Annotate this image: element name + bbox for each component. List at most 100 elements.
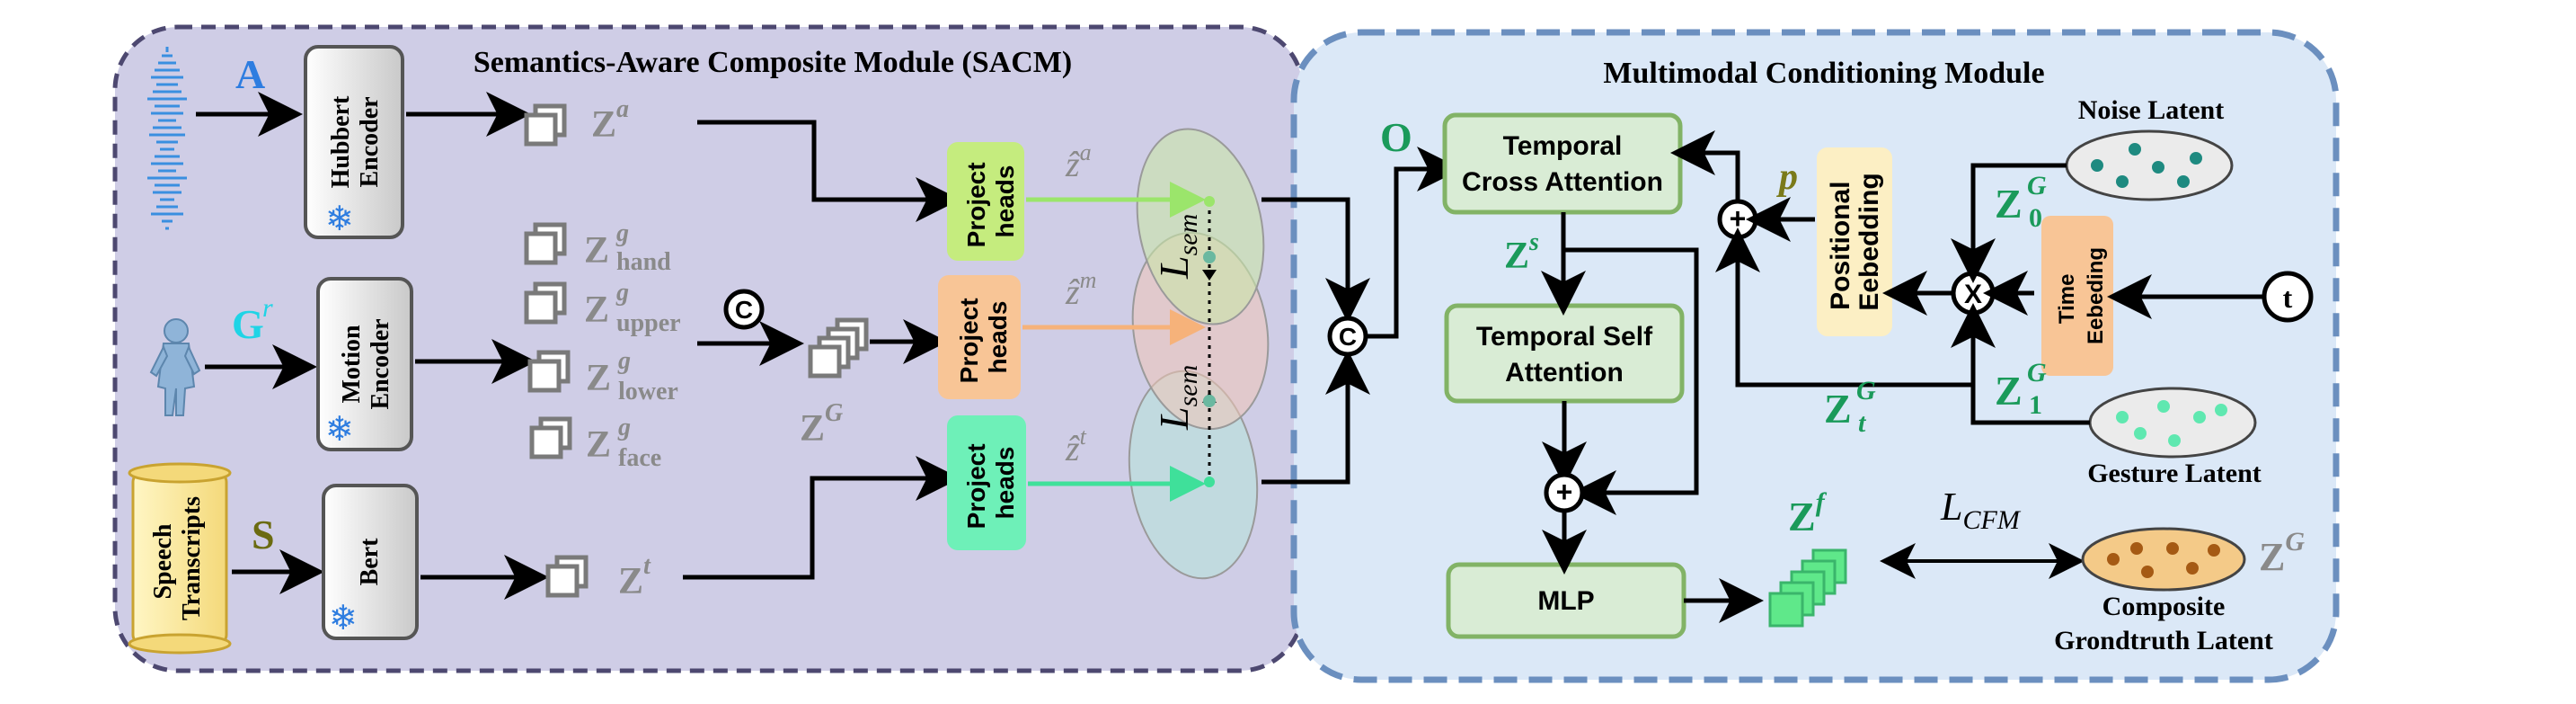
- gesture-latent-label: Gesture Latent: [2087, 459, 2262, 488]
- project-heads-label: Project heads: [962, 437, 1019, 530]
- loss-cfm-label: LCFM: [1940, 485, 2022, 535]
- frozen-snowflake-icon: ❄: [325, 411, 354, 449]
- project-heads-label: Project heads: [962, 156, 1019, 248]
- hubbert-encoder-box: HubbertEncoder ❄: [304, 45, 404, 239]
- latent-z-face-sup: g: [617, 414, 631, 441]
- latent-z-lower-sub: lower: [618, 378, 678, 405]
- composite-latent-ellipse: [2081, 527, 2246, 592]
- label-line-2: heads: [991, 447, 1019, 520]
- motion-input-label: G: [232, 301, 264, 347]
- bert-encoder-box: Bert ❄: [322, 484, 419, 640]
- zs-label: Zs: [1504, 228, 1539, 277]
- latent-z-upper-sub: upper: [616, 309, 681, 337]
- times-symbol: X: [1964, 280, 1982, 309]
- o-label: O: [1380, 114, 1412, 160]
- loss-sem-top: Lsem: [1151, 214, 1203, 280]
- positional-embedding-label: Positional Eebedding: [1826, 173, 1884, 310]
- z0-label: Z: [1995, 181, 2023, 227]
- projected-embedding-labels: ẑa ẑm ẑt: [1065, 139, 1096, 468]
- sacm-title: Semantics-Aware Composite Module (SACM): [474, 46, 1072, 79]
- plus-symbol: +: [1730, 202, 1747, 235]
- z0-sup: G: [2027, 171, 2047, 201]
- z0-sub: 0: [2029, 203, 2042, 233]
- project-heads-motion: Project heads: [938, 275, 1021, 399]
- frozen-snowflake-icon: ❄: [325, 201, 354, 238]
- plus-symbol: +: [1556, 476, 1573, 508]
- frozen-snowflake-icon: ❄: [329, 600, 358, 637]
- residual-add-circle: +: [1544, 472, 1585, 513]
- zf-output-stack: [1768, 548, 1847, 628]
- project-heads-audio: Project heads: [947, 142, 1024, 261]
- latent-z-lower: Z: [586, 358, 611, 399]
- label-line-2: Eebedding: [1855, 173, 1884, 310]
- gesture-latent-ellipse: [2088, 387, 2257, 459]
- audio-input-label: A: [235, 51, 265, 97]
- z1-label: Z: [1995, 368, 2023, 414]
- z-hat-m: ẑm: [1065, 267, 1096, 312]
- label-line-2: heads: [984, 301, 1012, 374]
- mlp-label: MLP: [1537, 586, 1594, 616]
- latent-z-hand-sup: g: [615, 219, 629, 247]
- label-line-2: Cross Attention: [1462, 167, 1663, 197]
- latent-zg: ZG: [800, 399, 843, 450]
- label-line-2: Eebeding: [2084, 247, 2108, 344]
- t-symbol: t: [2283, 281, 2293, 314]
- zt-sup: G: [1856, 376, 1876, 405]
- zf-label: Zf: [1788, 487, 1828, 539]
- mcm-title: Multimodal Conditioning Module: [1603, 57, 2044, 90]
- t-input-circle: t: [2262, 271, 2314, 323]
- hubbert-encoder-label: HubbertEncoder: [327, 95, 384, 188]
- zg-output-label: ZG: [2259, 527, 2305, 579]
- latent-zt: Zt: [618, 552, 651, 602]
- latent-z-lower-sup: g: [617, 347, 631, 375]
- human-figure-icon: [149, 318, 201, 416]
- latent-labels: Za Z g hand Z g upper Z g lower Z g face…: [584, 95, 843, 602]
- composite-latent-label: Composite: [2102, 592, 2226, 621]
- loss-sem-bottom: Lsem: [1151, 365, 1203, 431]
- label-line-2: Transcripts: [178, 496, 206, 620]
- mlp-box: MLP: [1446, 562, 1686, 639]
- latent-z-hand: Z: [584, 230, 609, 272]
- concat-symbol: C: [1339, 323, 1357, 351]
- project-heads-label: Project heads: [955, 291, 1012, 384]
- speech-transcripts-label: Speech Transcripts: [149, 496, 206, 620]
- audio-waveform-icon: [147, 47, 187, 230]
- motion-encoder-box: MotionEncoder ❄: [316, 277, 413, 451]
- p-label: p: [1776, 156, 1798, 198]
- latent-z-upper: Z: [584, 290, 609, 331]
- zt-sub: t: [1858, 408, 1867, 438]
- latent-z-face-sub: face: [618, 444, 661, 472]
- semantic-points: [1202, 196, 1217, 487]
- label-line-2: Attention: [1505, 358, 1624, 388]
- zt-label: Z: [1824, 386, 1852, 432]
- bert-encoder-label: Bert: [356, 538, 384, 586]
- noise-latent-label: Noise Latent: [2078, 95, 2224, 125]
- z-hat-a: ẑa: [1065, 139, 1092, 184]
- positional-embedding-box: Positional Eebedding: [1817, 147, 1892, 336]
- label-line-2: heads: [991, 165, 1019, 238]
- latent-z-face: Z: [586, 424, 611, 466]
- text-input-label: S: [252, 512, 275, 557]
- latent-stack-icons: [524, 103, 869, 598]
- z-hat-t: ẑt: [1065, 423, 1087, 468]
- z1-sub: 1: [2029, 390, 2042, 420]
- add-circle-position: +: [1717, 199, 1758, 240]
- concat-symbol: C: [735, 296, 753, 324]
- noise-latent-ellipse: [2065, 129, 2234, 201]
- concat-circle-sacm: C: [723, 289, 765, 330]
- motion-encoder-label: MotionEncoder: [338, 318, 394, 409]
- speech-transcripts-scroll: Speech Transcripts: [128, 462, 232, 655]
- semantic-loss-labels: Lsem Lsem: [1151, 214, 1203, 431]
- concat-circle-mcm: C: [1327, 316, 1368, 357]
- latent-z-upper-sup: g: [615, 279, 629, 307]
- project-heads-text: Project heads: [947, 415, 1026, 550]
- composite-latent-label-line2: Grondtruth Latent: [2054, 626, 2273, 655]
- latent-za: Za: [591, 95, 629, 146]
- z1-sup: G: [2027, 358, 2047, 388]
- motion-input-sup: r: [262, 293, 273, 323]
- time-embedding-label: Time Eebeding: [2055, 247, 2108, 344]
